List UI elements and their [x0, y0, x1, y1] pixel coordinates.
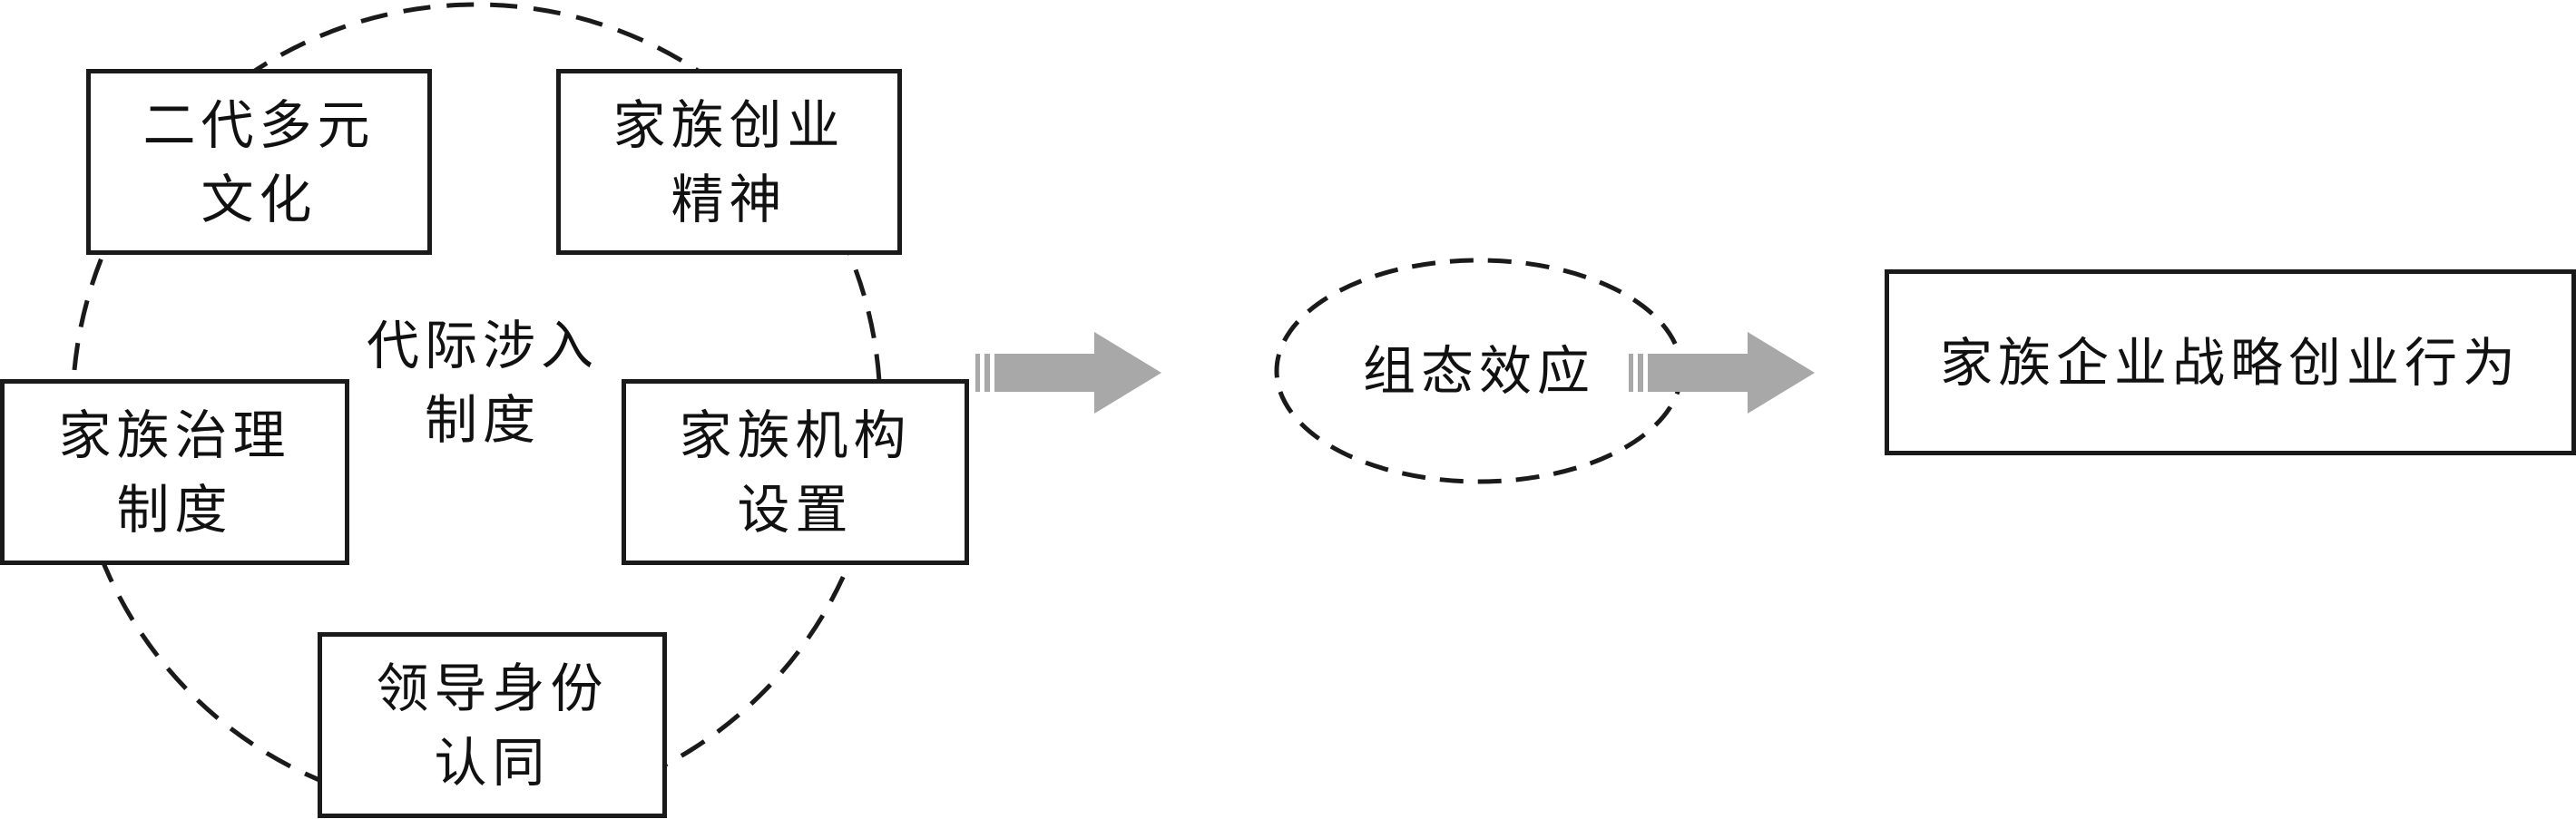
- element-box-institution-setup: 家族机构 设置: [622, 379, 969, 565]
- element-label: 领导身份 认同: [376, 657, 609, 794]
- outcome-box: 家族企业战略创业行为: [1885, 269, 2576, 455]
- element-box-second-gen-culture: 二代多元 文化: [86, 69, 432, 255]
- element-box-entrepreneurial-spirit: 家族创业 精神: [556, 69, 902, 255]
- arrow-to-mediator: [975, 332, 1161, 414]
- center-label: 代际涉入 制度: [366, 315, 599, 451]
- element-label: 二代多元 文化: [142, 93, 376, 230]
- outcome-label: 家族企业战略创业行为: [1939, 331, 2521, 394]
- element-label: 家族机构 设置: [679, 404, 912, 541]
- element-label: 家族治理 制度: [58, 404, 291, 541]
- arrow-to-outcome: [1629, 332, 1815, 414]
- mediator-label: 组态效应: [1362, 340, 1595, 402]
- element-box-leadership-identity: 领导身份 认同: [318, 632, 667, 818]
- element-box-governance-system: 家族治理 制度: [0, 379, 349, 565]
- element-label: 家族创业 精神: [612, 93, 846, 230]
